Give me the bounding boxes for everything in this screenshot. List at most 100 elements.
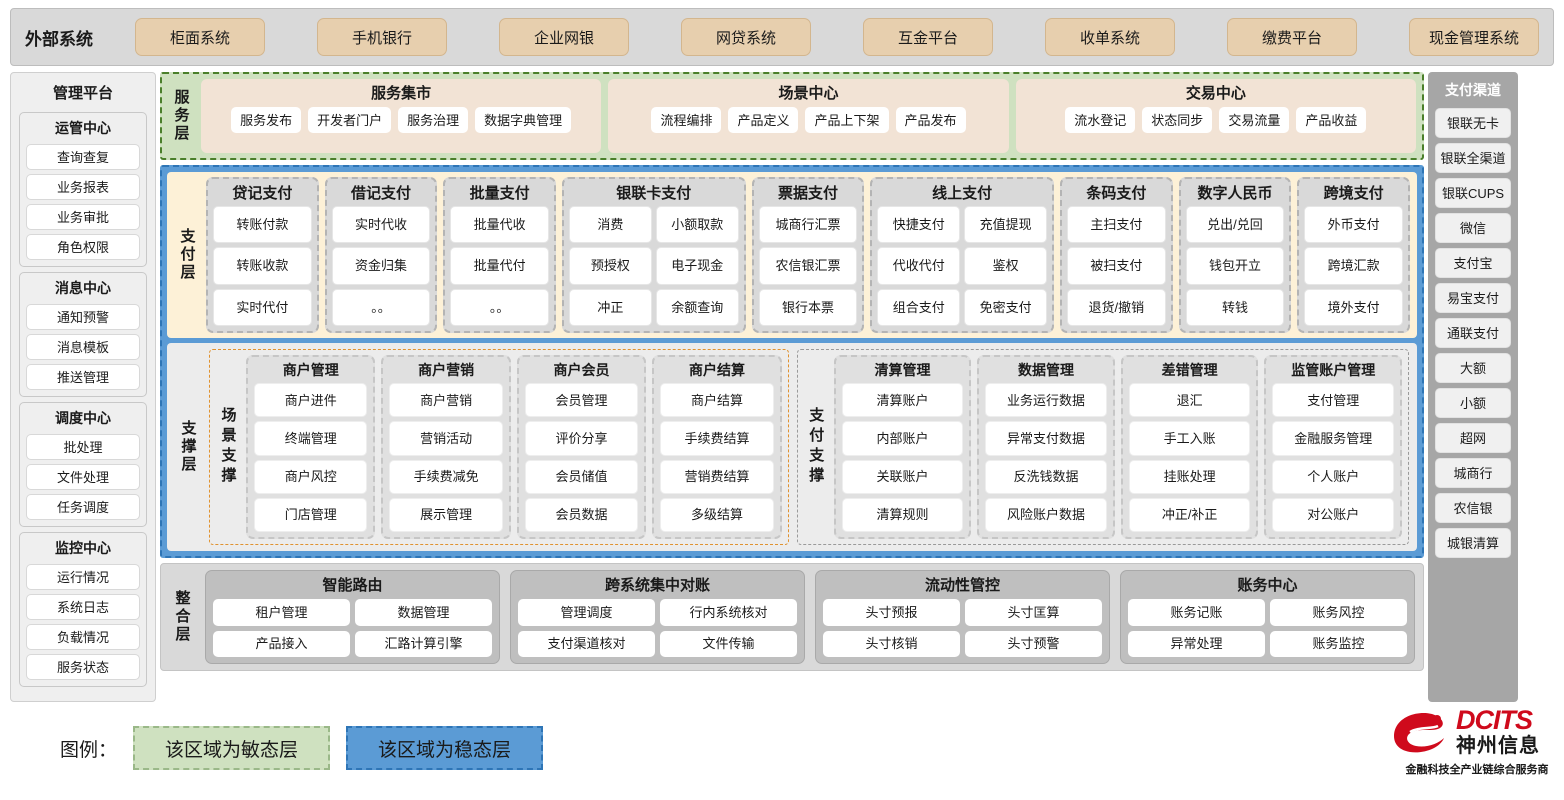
payment-item[interactable]: 快捷支付 — [877, 206, 961, 244]
payment-channel-item[interactable]: 农信银 — [1435, 493, 1511, 523]
payment-channel-item[interactable]: 城银清算 — [1435, 528, 1511, 558]
external-system-chip[interactable]: 互金平台 — [863, 18, 993, 56]
payment-item[interactable]: 主扫支付 — [1067, 206, 1166, 244]
integration-item[interactable]: 数据管理 — [355, 599, 492, 626]
scenario-support-item[interactable]: 多级结算 — [660, 497, 774, 532]
payment-channel-item[interactable]: 银联全渠道 — [1435, 143, 1511, 173]
management-item[interactable]: 消息模板 — [26, 334, 140, 360]
management-item[interactable]: 业务报表 — [26, 174, 140, 200]
scenario-support-item[interactable]: 会员管理 — [524, 383, 639, 418]
payment-support-item[interactable]: 关联账户 — [841, 459, 964, 494]
external-system-chip[interactable]: 手机银行 — [317, 18, 447, 56]
payment-item[interactable]: 农信银汇票 — [758, 247, 858, 285]
integration-item[interactable]: 账务记账 — [1128, 599, 1265, 626]
payment-item[interactable]: 消费 — [568, 206, 652, 244]
integration-item[interactable]: 行内系统核对 — [660, 599, 797, 626]
payment-support-item[interactable]: 个人账户 — [1272, 459, 1394, 494]
payment-item[interactable]: 免密支付 — [964, 288, 1047, 326]
payment-support-item[interactable]: 挂账处理 — [1128, 459, 1251, 494]
payment-item[interactable]: 小额取款 — [655, 206, 739, 244]
payment-item[interactable]: 城商行汇票 — [758, 206, 858, 244]
management-item[interactable]: 任务调度 — [26, 494, 140, 520]
payment-support-item[interactable]: 内部账户 — [841, 421, 964, 456]
service-item[interactable]: 产品定义 — [728, 107, 799, 133]
management-item[interactable]: 系统日志 — [26, 594, 140, 620]
scenario-support-item[interactable]: 商户营销 — [389, 383, 503, 418]
payment-item[interactable]: 资金归集 — [331, 247, 431, 285]
payment-channel-item[interactable]: 通联支付 — [1435, 318, 1511, 348]
integration-item[interactable]: 管理调度 — [518, 599, 655, 626]
payment-support-item[interactable]: 对公账户 — [1272, 497, 1394, 532]
service-item[interactable]: 流程编排 — [651, 107, 722, 133]
external-system-chip[interactable]: 柜面系统 — [135, 18, 265, 56]
integration-item[interactable]: 头寸核销 — [823, 630, 960, 657]
payment-item[interactable]: 转账收款 — [213, 247, 312, 285]
payment-item[interactable]: 电子现金 — [655, 247, 739, 285]
service-item[interactable]: 交易流量 — [1219, 107, 1290, 133]
payment-channel-item[interactable]: 超网 — [1435, 423, 1511, 453]
payment-item[interactable]: 充值提现 — [964, 206, 1047, 244]
payment-item[interactable]: 跨境汇款 — [1304, 247, 1403, 285]
scenario-support-item[interactable]: 商户风控 — [254, 459, 368, 494]
scenario-support-item[interactable]: 手续费结算 — [660, 421, 774, 456]
integration-item[interactable]: 账务监控 — [1270, 630, 1407, 657]
payment-item[interactable]: 银行本票 — [758, 288, 858, 326]
payment-support-item[interactable]: 手工入账 — [1128, 421, 1251, 456]
payment-support-item[interactable]: 清算规则 — [841, 497, 964, 532]
scenario-support-item[interactable]: 门店管理 — [254, 497, 368, 532]
management-item[interactable]: 业务审批 — [26, 204, 140, 230]
integration-item[interactable]: 账务风控 — [1270, 599, 1407, 626]
payment-item[interactable]: 批量代付 — [450, 247, 549, 285]
integration-item[interactable]: 头寸匡算 — [965, 599, 1102, 626]
payment-support-item[interactable]: 金融服务管理 — [1272, 421, 1394, 456]
payment-item[interactable]: 钱包开立 — [1185, 247, 1285, 285]
payment-support-item[interactable]: 反洗钱数据 — [985, 459, 1107, 494]
management-item[interactable]: 角色权限 — [26, 234, 140, 260]
management-item[interactable]: 服务状态 — [26, 654, 140, 680]
service-item[interactable]: 流水登记 — [1065, 107, 1136, 133]
payment-support-item[interactable]: 异常支付数据 — [985, 421, 1107, 456]
service-item[interactable]: 开发者门户 — [308, 107, 392, 133]
external-system-chip[interactable]: 网贷系统 — [681, 18, 811, 56]
management-item[interactable]: 负载情况 — [26, 624, 140, 650]
scenario-support-item[interactable]: 商户进件 — [254, 383, 368, 418]
external-system-chip[interactable]: 现金管理系统 — [1409, 18, 1539, 56]
scenario-support-item[interactable]: 商户结算 — [660, 383, 774, 418]
payment-support-item[interactable]: 支付管理 — [1272, 383, 1394, 418]
integration-item[interactable]: 产品接入 — [213, 630, 350, 657]
scenario-support-item[interactable]: 营销费结算 — [660, 459, 774, 494]
payment-item[interactable]: 。。 — [450, 288, 549, 326]
payment-channel-item[interactable]: 支付宝 — [1435, 248, 1511, 278]
management-item[interactable]: 推送管理 — [26, 364, 140, 390]
integration-item[interactable]: 汇路计算引擎 — [355, 630, 492, 657]
integration-item[interactable]: 文件传输 — [660, 630, 797, 657]
payment-item[interactable]: 转钱 — [1185, 288, 1285, 326]
integration-item[interactable]: 头寸预报 — [823, 599, 960, 626]
payment-item[interactable]: 。。 — [331, 288, 431, 326]
management-item[interactable]: 文件处理 — [26, 464, 140, 490]
payment-item[interactable]: 被扫支付 — [1067, 247, 1166, 285]
scenario-support-item[interactable]: 手续费减免 — [389, 459, 503, 494]
payment-channel-item[interactable]: 银联CUPS — [1435, 178, 1511, 208]
scenario-support-item[interactable]: 评价分享 — [524, 421, 639, 456]
management-item[interactable]: 批处理 — [26, 434, 140, 460]
payment-support-item[interactable]: 清算账户 — [841, 383, 964, 418]
payment-item[interactable]: 转账付款 — [213, 206, 312, 244]
payment-item[interactable]: 外币支付 — [1304, 206, 1403, 244]
management-item[interactable]: 查询查复 — [26, 144, 140, 170]
payment-channel-item[interactable]: 城商行 — [1435, 458, 1511, 488]
payment-support-item[interactable]: 风险账户数据 — [985, 497, 1107, 532]
service-item[interactable]: 产品发布 — [895, 107, 966, 133]
service-item[interactable]: 产品收益 — [1296, 107, 1367, 133]
payment-item[interactable]: 兑出/兑回 — [1185, 206, 1285, 244]
payment-item[interactable]: 冲正 — [568, 288, 652, 326]
payment-item[interactable]: 组合支付 — [877, 288, 961, 326]
payment-support-item[interactable]: 退汇 — [1128, 383, 1251, 418]
payment-item[interactable]: 批量代收 — [450, 206, 549, 244]
integration-item[interactable]: 异常处理 — [1128, 630, 1265, 657]
management-item[interactable]: 运行情况 — [26, 564, 140, 590]
external-system-chip[interactable]: 收单系统 — [1045, 18, 1175, 56]
payment-item[interactable]: 退货/撤销 — [1067, 288, 1166, 326]
scenario-support-item[interactable]: 营销活动 — [389, 421, 503, 456]
external-system-chip[interactable]: 企业网银 — [499, 18, 629, 56]
